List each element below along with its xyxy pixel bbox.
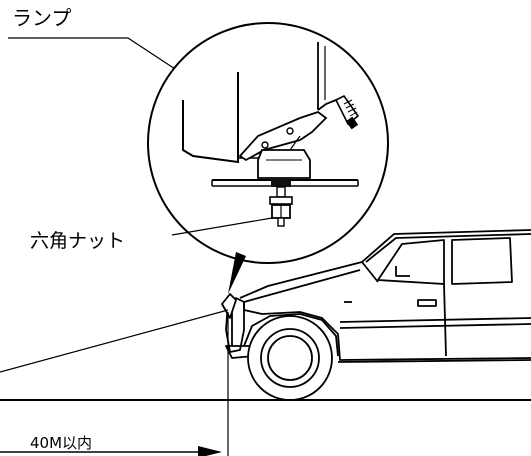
light-beam-line bbox=[0, 309, 229, 373]
hex-nut-leader-line bbox=[171, 217, 273, 236]
front-grille bbox=[225, 297, 245, 353]
truck-lamp bbox=[221, 293, 237, 319]
hex-nut-label: 六角ナット bbox=[30, 230, 125, 252]
mounting-bracket bbox=[238, 110, 328, 162]
lamp-base bbox=[257, 149, 311, 179]
hex-nut-assembly bbox=[269, 178, 293, 227]
hood bbox=[239, 261, 379, 299]
adjuster-spring bbox=[334, 94, 360, 130]
door-handle bbox=[417, 299, 437, 307]
rear-window bbox=[451, 237, 513, 285]
magnifier-pointer bbox=[228, 252, 246, 294]
front-window bbox=[377, 239, 445, 285]
detail-magnifier bbox=[147, 22, 389, 294]
distance-label: 40M以内 bbox=[30, 434, 92, 452]
lamp-body bbox=[182, 72, 239, 164]
distance-arrowhead bbox=[198, 446, 222, 456]
lamp-label: ランプ bbox=[12, 6, 71, 30]
